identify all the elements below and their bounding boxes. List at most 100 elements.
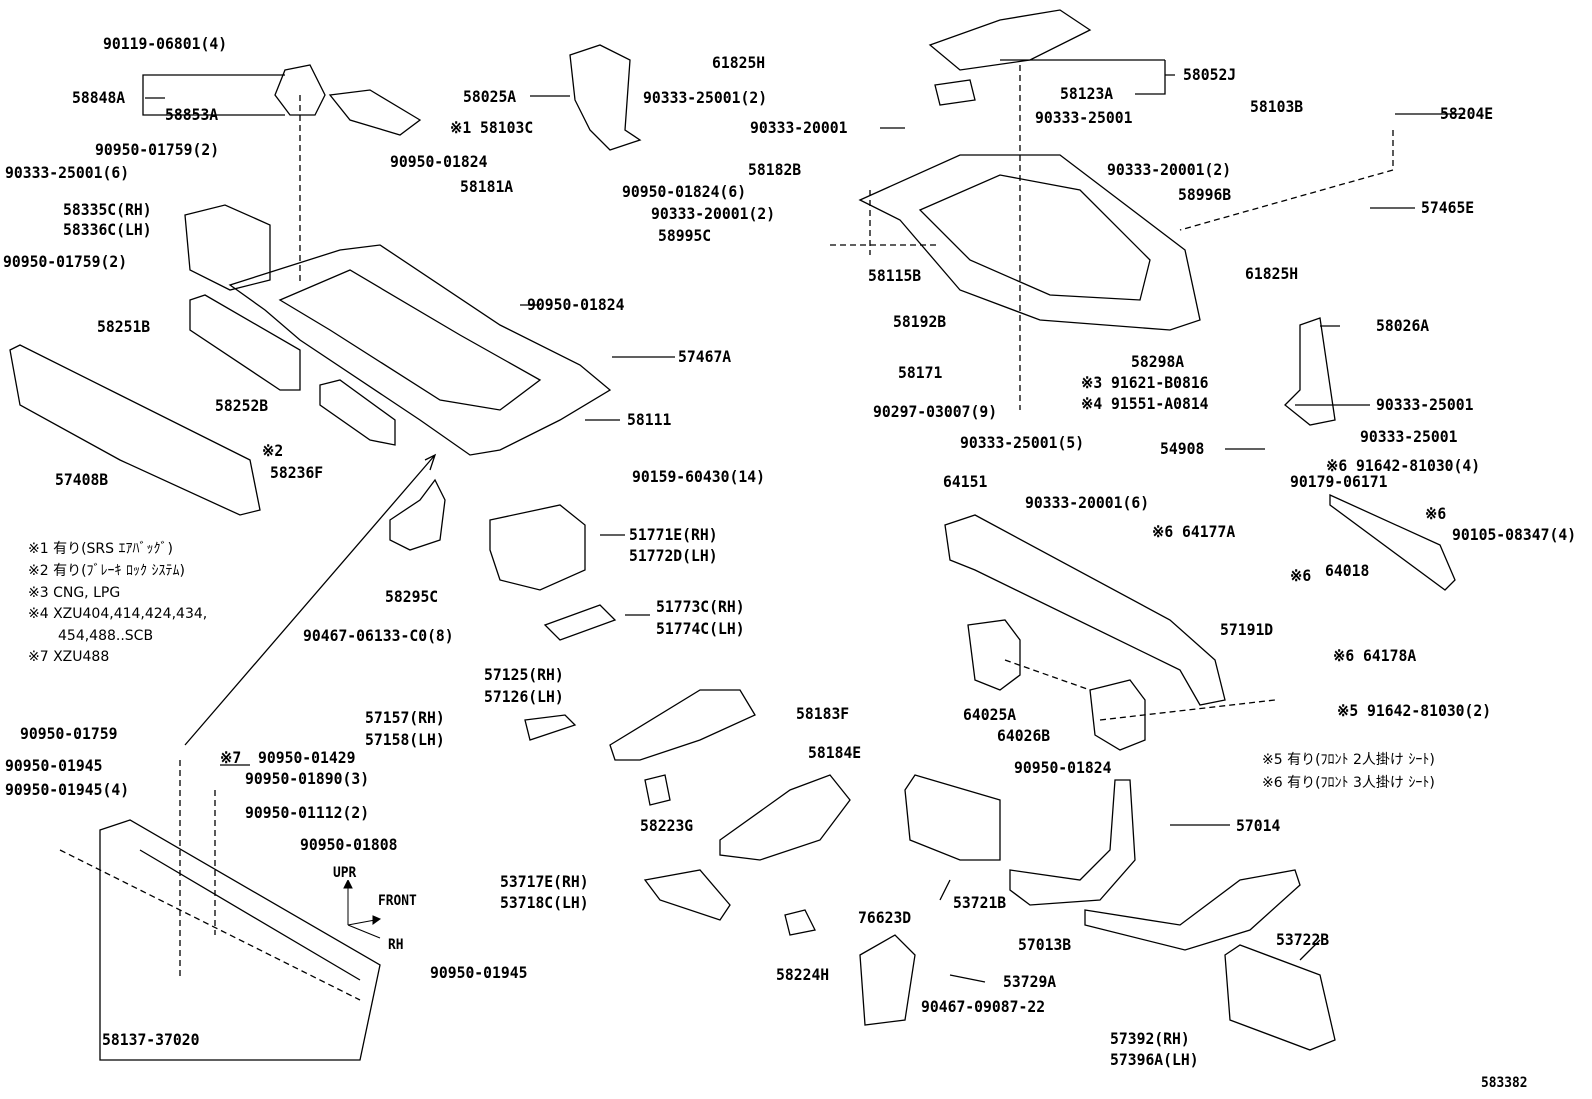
part-label: 57158(LH) — [365, 730, 445, 749]
bracket-58224H — [784, 909, 816, 936]
footnote: ※6 有り(ﾌﾛﾝﾄ 3人掛け ｼｰﾄ) — [1262, 775, 1435, 791]
bracket-64025A — [967, 619, 1021, 691]
crossmember-57408B — [9, 344, 261, 516]
member-58183F — [609, 689, 756, 761]
part-label: 53718C(LH) — [500, 893, 589, 912]
part-label: 61825H — [1245, 264, 1299, 283]
part-label: 90950-01112(2) — [245, 803, 370, 822]
part-label: 90159-60430(14) — [632, 467, 765, 486]
part-label: 57013B — [1018, 935, 1072, 954]
part-label: 90333-25001 — [1376, 395, 1474, 414]
pillar-58026A — [1284, 317, 1336, 426]
part-label: 58184E — [808, 743, 862, 762]
direction-rh: RH — [388, 937, 404, 953]
diagram-id: 583382 — [1481, 1075, 1528, 1091]
part-label: 57396A(LH) — [1110, 1050, 1199, 1069]
part-label: 58848A — [72, 88, 126, 107]
bracket-58335C — [184, 204, 271, 291]
seat-bracket-51771E — [489, 504, 586, 591]
part-label: 90333-25001(6) — [5, 163, 130, 182]
part-label: ※5 91642-81030(2) — [1337, 701, 1492, 720]
part-label: 58025A — [463, 87, 517, 106]
part-label: 64151 — [943, 472, 988, 491]
part-label: 57125(RH) — [484, 665, 564, 684]
part-label: 58115B — [868, 266, 922, 285]
part-label: 64025A — [963, 705, 1017, 724]
part-label: ※6 91642-81030(4) — [1326, 456, 1481, 475]
part-label: 53721B — [953, 893, 1007, 912]
part-label: ※2 — [262, 441, 284, 460]
part-label: 90179-06171 — [1290, 472, 1388, 491]
part-label: 90333-20001(2) — [1107, 160, 1232, 179]
part-label: 58103B — [1250, 97, 1304, 116]
part-label: 58298A — [1131, 352, 1185, 371]
direction-axes-icon — [343, 880, 382, 939]
bracket-64026B — [1089, 679, 1146, 751]
bracket-58295C — [389, 478, 446, 551]
part-label: 57408B — [55, 470, 109, 489]
part-label: 58295C — [385, 587, 439, 606]
bracket-64018 — [1329, 493, 1456, 591]
part-label: 58183F — [796, 704, 850, 723]
part-label: 58111 — [627, 410, 672, 429]
part-label: 57126(LH) — [484, 687, 564, 706]
front-floor-58137 — [99, 819, 381, 1061]
part-label: 61825H — [712, 53, 766, 72]
part-label: 64018 — [1325, 561, 1370, 580]
member-53717E — [643, 869, 731, 921]
part-label: 90950-01824 — [1014, 758, 1112, 777]
part-label: 90950-01824(6) — [622, 182, 747, 201]
part-label: 90467-09087-22 — [921, 997, 1046, 1016]
member-57013B — [1009, 779, 1136, 906]
part-label: 58336C(LH) — [63, 220, 152, 239]
part-label: 58223G — [640, 816, 694, 835]
part-label: 90950-01824 — [390, 152, 488, 171]
part-label: 90333-20001(2) — [651, 204, 776, 223]
part-label: 58192B — [893, 312, 947, 331]
shield-53722B — [1224, 944, 1336, 1051]
part-label: 90119-06801(4) — [103, 34, 228, 53]
part-label: 51772D(LH) — [629, 546, 718, 565]
member-57014 — [1084, 869, 1301, 951]
member-58184E — [719, 774, 851, 861]
leader-lines — [142, 59, 1465, 983]
part-label: 53729A — [1003, 972, 1057, 991]
shield-53721B — [904, 774, 1001, 861]
bracket-57157 — [524, 714, 577, 741]
panel-58103C — [328, 89, 422, 136]
part-label: 90950-01759 — [20, 724, 118, 743]
part-label: 57157(RH) — [365, 708, 445, 727]
part-label: 90950-01945(4) — [5, 780, 130, 799]
part-label: 58204E — [1440, 104, 1494, 123]
part-label: 54908 — [1160, 439, 1205, 458]
part-label: 51774C(LH) — [656, 619, 745, 638]
part-label: 53717E(RH) — [500, 872, 589, 891]
part-label: ※6 64178A — [1333, 646, 1417, 665]
direction-upr: UPR — [333, 865, 357, 881]
part-label: 58052J — [1183, 65, 1237, 84]
part-label: 58171 — [898, 363, 943, 382]
part-label: 58995C — [658, 226, 712, 245]
crossmember-64151 — [944, 514, 1226, 706]
part-label: 58251B — [97, 317, 151, 336]
floor-pan-58111 — [228, 244, 612, 456]
part-label: 58224H — [776, 965, 830, 984]
part-label: 90333-20001(6) — [1025, 493, 1150, 512]
footnote: ※5 有り(ﾌﾛﾝﾄ 2人掛け ｼｰﾄ) — [1262, 752, 1435, 768]
part-label: 58181A — [460, 177, 514, 196]
part-label: ※6 64177A — [1152, 522, 1236, 541]
mount-58848A — [274, 64, 326, 116]
part-label: 90950-01759(2) — [3, 252, 128, 271]
cover-51773C — [543, 604, 617, 641]
part-label: ※1 58103C — [450, 118, 534, 137]
panel-58052J — [928, 9, 1092, 71]
part-label: 58123A — [1060, 84, 1114, 103]
part-label: 58236F — [270, 463, 324, 482]
part-label: 90950-01759(2) — [95, 140, 220, 159]
part-label: 53722B — [1276, 930, 1330, 949]
direction-front: FRONT — [378, 893, 417, 909]
part-label: 58853A — [165, 105, 219, 124]
part-label: 90333-25001(2) — [643, 88, 768, 107]
arrow-to-58295C — [184, 453, 437, 746]
part-label: 57392(RH) — [1110, 1029, 1190, 1048]
